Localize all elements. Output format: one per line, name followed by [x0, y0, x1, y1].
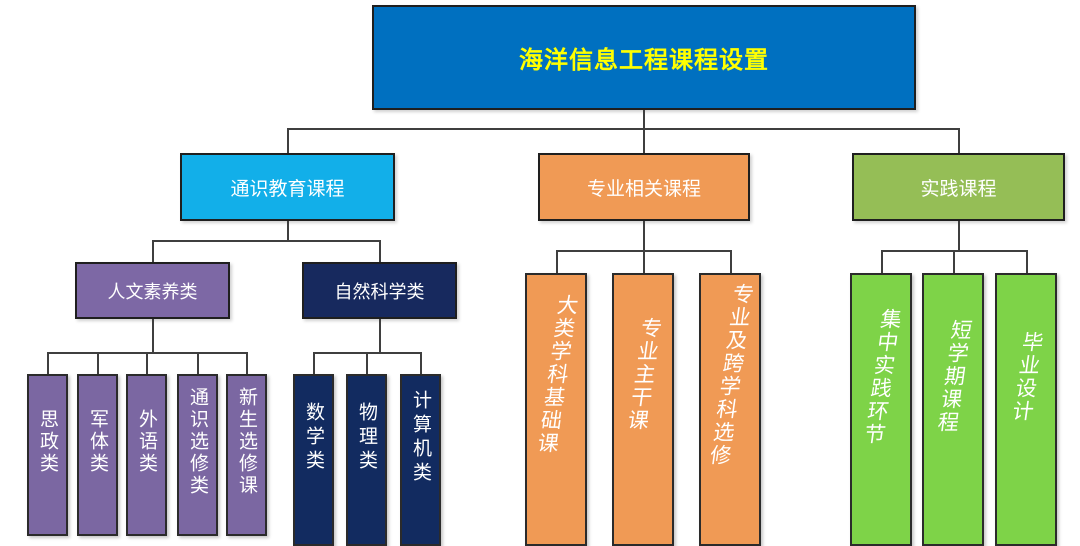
group-label: 人文素养类 — [107, 281, 198, 302]
course-physics-box: 物理类 — [346, 374, 387, 546]
root-title-box: 海洋信息工程课程设置 — [372, 5, 916, 110]
connector-line — [97, 352, 99, 374]
connector-line — [287, 221, 289, 240]
connector-line — [287, 128, 959, 130]
branch-major-related-box: 专业相关课程 — [538, 153, 750, 221]
group-humanities-box: 人文素养类 — [75, 262, 230, 319]
course-label: 外语类 — [136, 409, 157, 475]
course-general-elective-box: 通识选修类 — [177, 374, 218, 536]
course-label: 计算机类 — [410, 390, 431, 486]
connector-line — [556, 250, 558, 273]
connector-line — [152, 240, 154, 262]
course-concentrated-practice-box: 集中实践环节 — [850, 273, 912, 546]
connector-line — [958, 221, 960, 250]
course-label: 专业主干课 — [623, 317, 664, 432]
course-interdisciplinary-elective-box: 专业及跨学科选修 — [699, 273, 761, 546]
course-math-box: 数学类 — [293, 374, 334, 546]
connector-line — [881, 250, 883, 273]
connector-line — [643, 221, 645, 250]
course-freshman-elective-box: 新生选修课 — [226, 374, 267, 536]
course-label: 大类学科基础课 — [533, 294, 580, 455]
course-discipline-foundation-box: 大类学科基础课 — [525, 273, 587, 546]
connector-line — [313, 352, 315, 374]
course-label: 物理类 — [356, 402, 377, 474]
connector-line — [643, 250, 645, 273]
branch-label: 专业相关课程 — [586, 178, 701, 200]
course-label: 思政类 — [37, 409, 58, 475]
connector-line — [152, 240, 380, 242]
course-label: 通识选修类 — [187, 387, 208, 497]
group-natural-science-box: 自然科学类 — [302, 262, 457, 319]
connector-line — [197, 352, 199, 374]
course-label: 毕业设计 — [1008, 330, 1045, 423]
connector-line — [152, 319, 154, 352]
connector-line — [643, 110, 645, 128]
course-foreign-language-box: 外语类 — [126, 374, 167, 536]
connector-line — [958, 128, 960, 153]
course-label: 新生选修课 — [236, 387, 257, 497]
branch-label: 实践课程 — [920, 178, 997, 200]
branch-practice-box: 实践课程 — [852, 153, 1065, 221]
connector-line — [379, 319, 381, 352]
branch-label: 通识教育课程 — [230, 178, 345, 200]
connector-line — [379, 240, 381, 262]
connector-line — [246, 352, 248, 374]
connector-line — [643, 128, 645, 153]
connector-line — [1026, 250, 1028, 273]
course-label: 集中实践环节 — [860, 307, 903, 446]
connector-line — [420, 352, 422, 374]
course-label: 短学期课程 — [933, 319, 974, 434]
course-label: 数学类 — [303, 402, 324, 474]
course-label: 军体类 — [87, 409, 108, 475]
connector-line — [47, 352, 49, 374]
branch-general-education-box: 通识教育课程 — [180, 153, 395, 221]
course-ideology-box: 思政类 — [27, 374, 68, 536]
connector-line — [287, 128, 289, 153]
course-computer-box: 计算机类 — [400, 374, 441, 546]
course-label: 专业及跨学科选修 — [706, 282, 755, 467]
connector-line — [730, 250, 732, 273]
course-major-core-box: 专业主干课 — [612, 273, 674, 546]
connector-line — [146, 352, 148, 374]
group-label: 自然科学类 — [334, 281, 425, 302]
course-short-term-box: 短学期课程 — [922, 273, 984, 546]
course-graduation-design-box: 毕业设计 — [995, 273, 1057, 546]
connector-line — [953, 250, 955, 273]
course-military-box: 军体类 — [77, 374, 118, 536]
connector-line — [366, 352, 368, 374]
diagram-title: 海洋信息工程课程设置 — [519, 47, 769, 74]
